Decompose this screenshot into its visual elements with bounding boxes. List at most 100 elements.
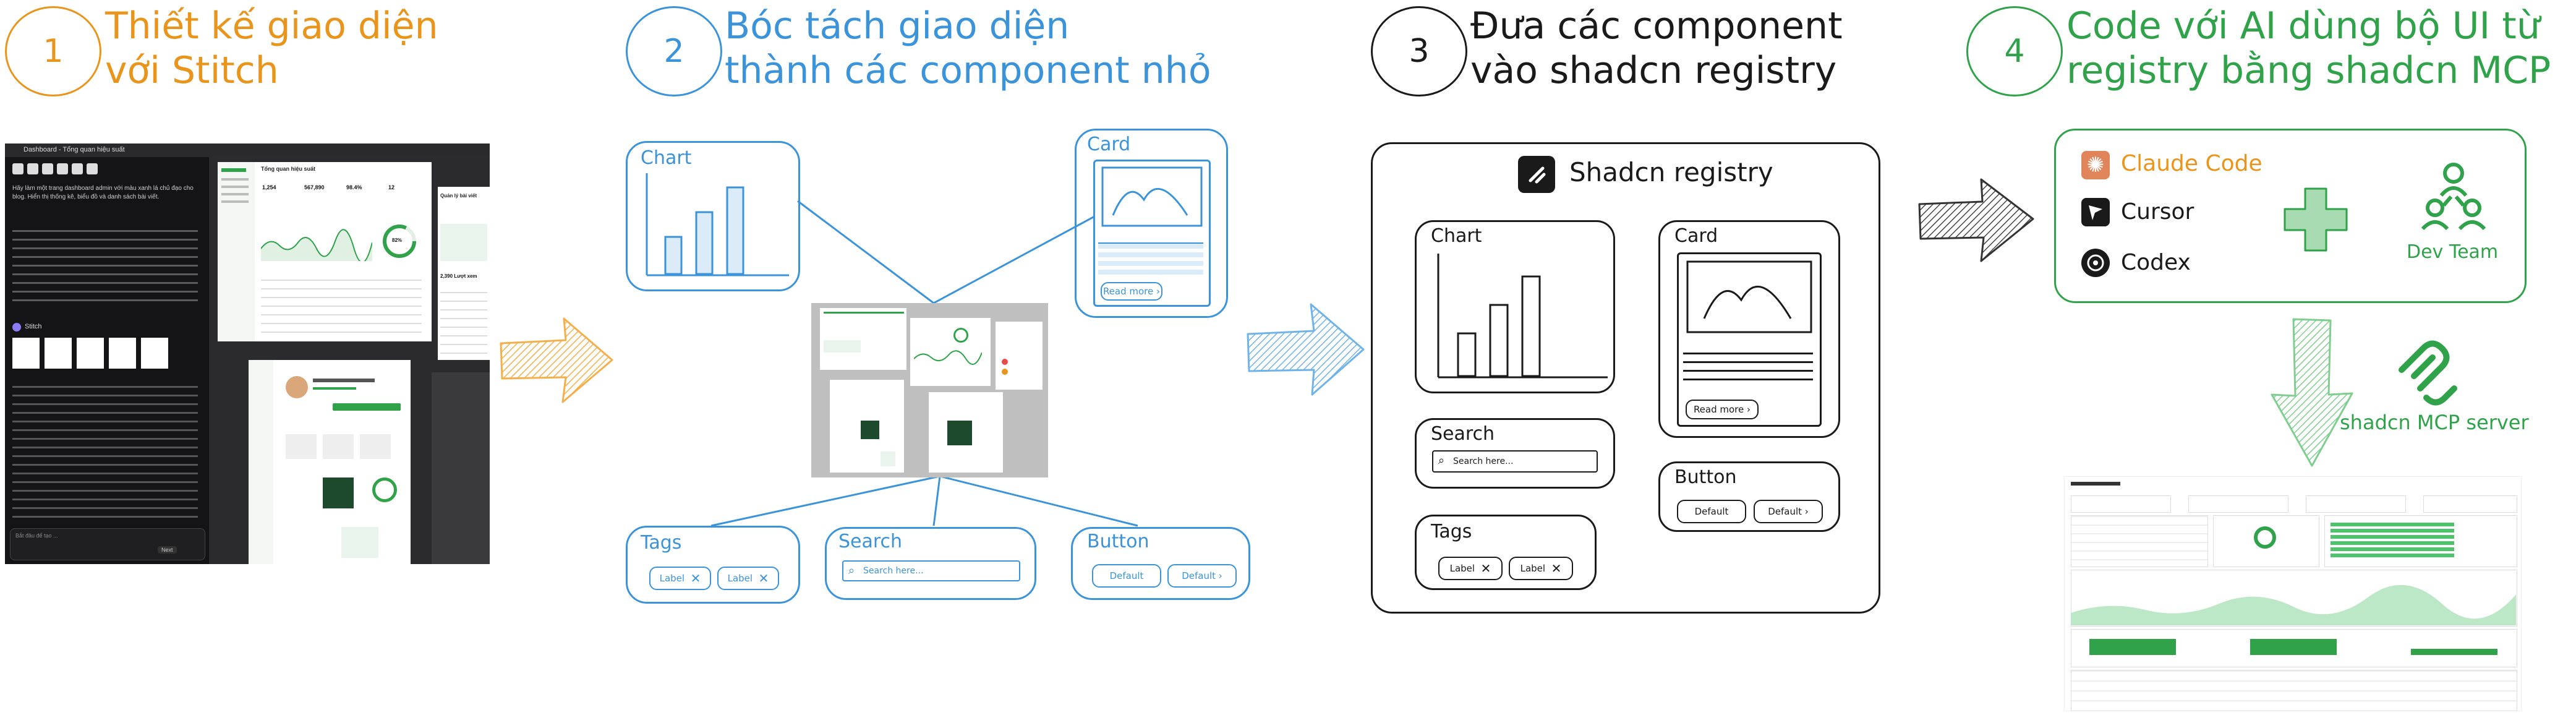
step3-search-label: Search — [1431, 423, 1495, 445]
step3-card-box — [1658, 220, 1840, 438]
step3-tag-2[interactable]: Label ✕ — [1509, 557, 1573, 580]
tool-claude-code: Claude Code — [2121, 151, 2263, 176]
step2-card-lines — [1098, 242, 1203, 275]
step2-connectors — [710, 200, 1138, 527]
step2-card-image-icon — [1101, 166, 1203, 227]
step2-center-screenshot — [811, 303, 1048, 477]
final-dashboard-screenshot — [2064, 476, 2522, 711]
stitch-dashboard-screen: Tổng quan hiệu suất 1,254 567,890 98.4% … — [218, 162, 432, 341]
step2-card-box — [1075, 129, 1228, 318]
step2-default-button-2-text: Default — [1182, 570, 1216, 581]
step-1-title-line1: Thiết kế giao diện — [105, 4, 438, 48]
close-icon[interactable]: ✕ — [690, 571, 701, 586]
search-icon: ⌕ — [848, 564, 855, 577]
stitch-stat-2: 567,890 — [304, 184, 325, 191]
step3-search-input[interactable]: ⌕ Search here... — [1432, 450, 1598, 473]
step2-tags-label: Tags — [641, 532, 682, 554]
step3-default-button-2-text: Default — [1768, 506, 1802, 517]
step-1-number: 1 — [5, 6, 101, 96]
stitch-stat-1: 1,254 — [262, 184, 276, 191]
step-4-title-line1: Code với AI dùng bộ UI từ — [2066, 4, 2540, 48]
step2-tags-box — [626, 526, 800, 604]
step2-default-button-2[interactable]: Default › — [1167, 564, 1237, 588]
stitch-chat-text: Hãy làm một trang dashboard admin với mà… — [12, 185, 194, 200]
step-2-number: 2 — [626, 6, 722, 96]
step3-card-image-icon — [1686, 260, 1812, 333]
step-2-title-line2: thành các component nhỏ — [725, 49, 1211, 92]
step2-search-box — [825, 527, 1036, 600]
step2-tag-1-text: Label — [659, 573, 685, 584]
step2-card-frame — [1093, 160, 1211, 307]
mcp-server-label: shadcn MCP server — [2340, 411, 2529, 434]
stitch-titlebar — [5, 143, 490, 157]
step2-chart-label: Chart — [641, 147, 692, 169]
stitch-screen-title: Tổng quan hiệu suất — [261, 166, 315, 172]
step3-read-more-text: Read more — [1693, 404, 1744, 415]
step2-tag-2-text: Label — [727, 573, 753, 584]
step3-registry-title: Shadcn registry — [1569, 157, 1773, 187]
shadcn-mcp-logo-icon — [2399, 340, 2457, 406]
shadcn-logo-icon — [1518, 156, 1555, 193]
step3-chart-label: Chart — [1431, 225, 1482, 247]
step3-tags-box — [1415, 515, 1597, 590]
chevron-right-icon: › — [1218, 570, 1222, 581]
stitch-line-chart — [261, 229, 372, 261]
stitch-stat-4: 12 — [388, 184, 395, 191]
close-icon[interactable]: ✕ — [1480, 561, 1491, 576]
step2-chart-bar-c — [726, 186, 744, 275]
step-1-title-line2: với Stitch — [105, 49, 279, 92]
step3-default-button-1[interactable]: Default — [1677, 500, 1746, 523]
step2-chart — [646, 173, 789, 276]
step2-button-label: Button — [1087, 531, 1149, 552]
step2-button-box — [1071, 527, 1250, 600]
step-3-title-line1: Đưa các component — [1470, 4, 1843, 48]
stitch-text-lines — [12, 230, 198, 304]
step4-tools-box — [2054, 129, 2527, 303]
stitch-side-title: Quản lý bài viết — [440, 193, 477, 199]
arrow-2-blue — [1247, 303, 1365, 396]
stitch-agent-name: Stitch — [25, 323, 42, 330]
step2-search-placeholder: Search here... — [863, 566, 924, 576]
stitch-input-placeholder: Bắt đầu để tạo ... — [15, 533, 58, 539]
stitch-toolbar-icons — [12, 163, 105, 176]
close-icon[interactable]: ✕ — [758, 571, 769, 586]
stitch-text-lines-2 — [12, 386, 198, 522]
stitch-gauge-value: 82% — [392, 238, 403, 243]
step3-default-button-2[interactable]: Default › — [1754, 500, 1823, 523]
arrow-4-green-down — [2271, 318, 2353, 467]
stitch-chat-input[interactable]: Bắt đầu để tạo ... Next — [10, 528, 205, 560]
plus-icon — [2284, 187, 2348, 252]
stitch-stat-3: 98.4% — [346, 184, 362, 191]
step2-tag-2[interactable]: Label ✕ — [717, 567, 779, 590]
step3-registry-box — [1371, 142, 1880, 614]
claude-logo-icon: ✺ — [2081, 151, 2110, 179]
step2-chart-bar-a — [664, 236, 683, 275]
chevron-right-icon: › — [1804, 506, 1809, 517]
arrow-3-dark — [1918, 178, 2034, 262]
step3-card-label: Card — [1674, 225, 1718, 247]
stitch-agent-avatar — [12, 323, 21, 332]
search-icon: ⌕ — [1438, 454, 1445, 467]
step3-search-box — [1415, 418, 1615, 489]
step2-search-input[interactable]: ⌕ Search here... — [842, 560, 1020, 581]
step2-tag-1[interactable]: Label ✕ — [649, 567, 711, 590]
step2-read-more-button[interactable]: Read more › — [1101, 282, 1162, 301]
step3-chart — [1437, 254, 1608, 379]
stitch-profile-screen — [249, 360, 411, 564]
step-4-title-line2: registry bằng shadcn MCP — [2066, 49, 2551, 92]
step3-read-more-button[interactable]: Read more › — [1686, 400, 1759, 419]
arrow-1-orange — [500, 317, 613, 403]
step2-default-button-1[interactable]: Default — [1092, 564, 1161, 588]
step2-chart-bar-b — [695, 211, 714, 275]
stitch-chat-panel: Hãy làm một trang dashboard admin với mà… — [5, 157, 209, 564]
step2-chart-box — [626, 141, 800, 291]
close-icon[interactable]: ✕ — [1551, 561, 1562, 576]
chevron-right-icon: › — [1156, 286, 1161, 297]
step-3-number: 3 — [1371, 6, 1467, 96]
chevron-right-icon: › — [1747, 404, 1751, 415]
stitch-canvas-right — [432, 372, 490, 564]
step3-chart-bar-c — [1521, 275, 1541, 377]
step3-button-box — [1658, 461, 1840, 532]
stitch-next-button[interactable]: Next — [158, 546, 177, 554]
step3-tag-1[interactable]: Label ✕ — [1438, 557, 1503, 580]
